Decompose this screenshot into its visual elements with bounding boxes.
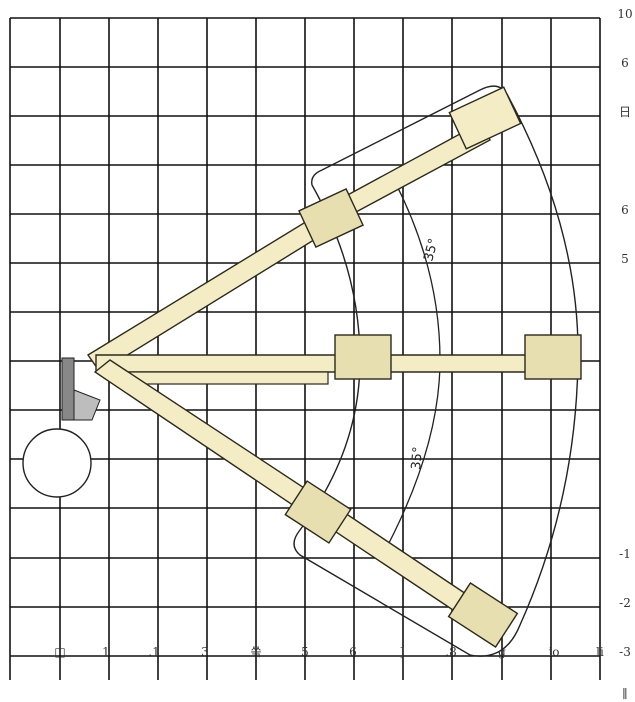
- x-tick-label: g: [498, 645, 506, 659]
- boom-down-joint: [284, 480, 352, 544]
- y-tick-label: -1: [619, 547, 631, 561]
- boom-down: [93, 359, 519, 648]
- boom-up-joint: [298, 187, 364, 249]
- x-tick-label: .8: [445, 645, 456, 659]
- x-tick-label: 6: [349, 645, 357, 659]
- outrigger-circle: [22, 428, 92, 498]
- y-tick-label: 6: [621, 56, 629, 70]
- boom-level-lower-arm: [117, 371, 329, 385]
- x-tick-label: 3: [201, 645, 209, 659]
- boom-level-head: [524, 334, 582, 380]
- boom-down-head: [447, 582, 519, 648]
- base-bracket: [73, 389, 101, 421]
- x-tick-label: 1: [102, 645, 110, 659]
- boom-up-head: [448, 86, 522, 150]
- angle-label-upper: 35°: [421, 237, 441, 263]
- y-tick-label: 6: [621, 203, 629, 217]
- x-tick-label: □: [54, 645, 65, 659]
- y-tick-label: 日: [619, 105, 631, 119]
- y-tick-label: ∥: [622, 687, 628, 701]
- y-axis-labels: 10 6 日 6 5 -1 -2 -3 ∥: [617, 7, 632, 701]
- y-tick-label: 10: [617, 7, 632, 21]
- boom-level-arm: [95, 354, 361, 373]
- x-tick-label: li: [596, 645, 604, 659]
- x-tick-label: .1: [148, 645, 159, 659]
- y-tick-label: 5: [621, 252, 629, 266]
- x-tick-label: 5: [301, 645, 309, 659]
- boom-level-joint: [334, 334, 392, 380]
- x-tick-label: ]: [400, 645, 405, 659]
- y-tick-label: -2: [619, 596, 631, 610]
- x-tick-label: io: [548, 645, 559, 659]
- crane-base: [22, 357, 101, 498]
- boom-up-arm: [86, 210, 331, 373]
- boom-level: [95, 334, 582, 385]
- x-tick-label: 쓱: [250, 645, 261, 659]
- x-axis-labels: □ 1 .1 3 쓱 5 6] .8 g io li: [54, 645, 604, 659]
- angle-label-lower: 35°: [409, 446, 426, 470]
- base-mast: [61, 357, 75, 421]
- y-tick-label: -3: [619, 645, 631, 659]
- boom-up: [86, 86, 522, 373]
